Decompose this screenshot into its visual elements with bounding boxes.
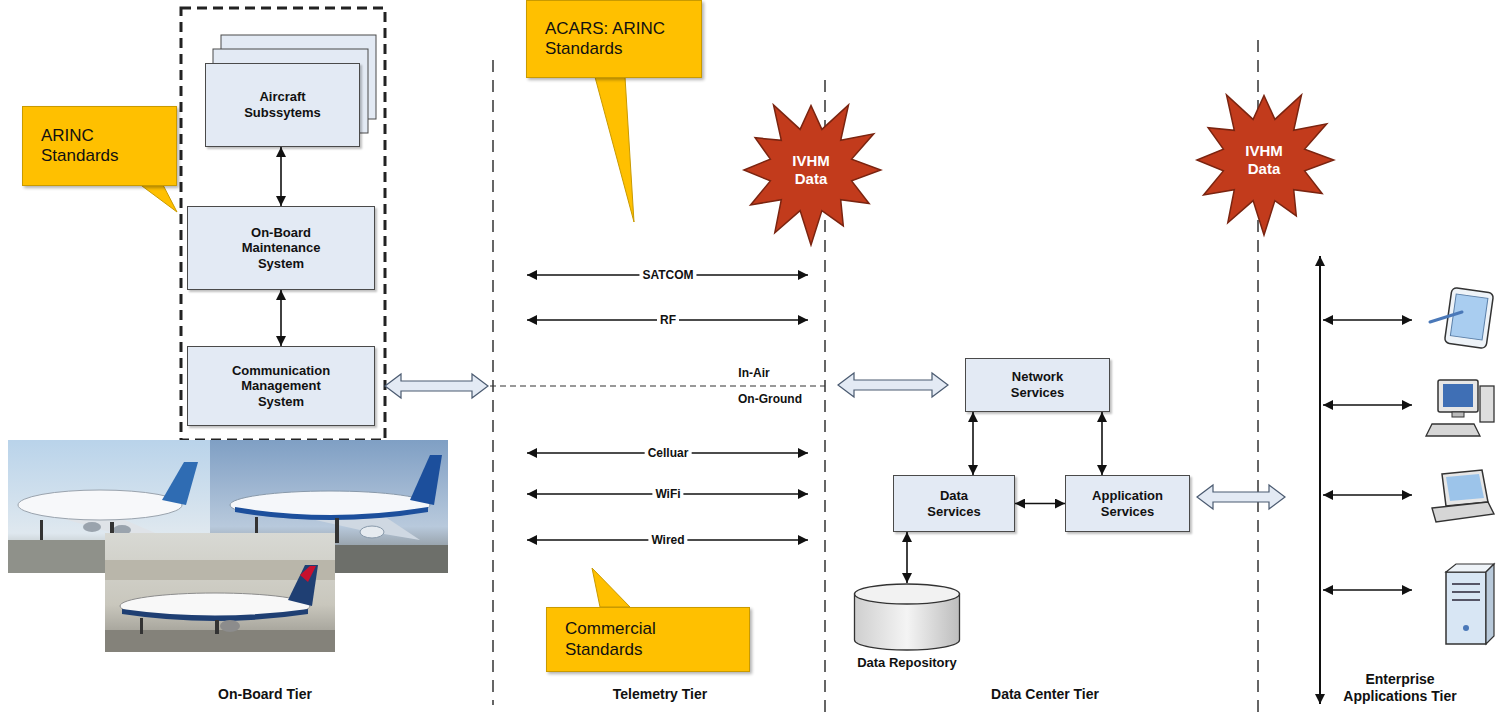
process-box: Aircraft Subssytems (205, 63, 360, 147)
node-text: ARINC Standards (41, 126, 141, 167)
text-holder: Communication Management System (221, 363, 341, 410)
callout-note: ACARS: ARINC Standards (526, 0, 702, 78)
node-text: Aircraft Subssytems (240, 89, 325, 120)
database-cylinder: Data Repository (827, 583, 987, 675)
callout-note: Commercial Standards (546, 607, 750, 672)
connector-arrow (1101, 412, 1103, 475)
air-ground-divider (490, 385, 825, 386)
tier-label: On-Board Tier (218, 686, 312, 703)
process-box: Communication Management System (187, 346, 375, 426)
node-text: Application Services (1080, 488, 1175, 519)
connector-arrow (280, 290, 282, 346)
link-label: SATCOM (639, 268, 696, 282)
connector-arrow (972, 412, 974, 475)
link-label: On-Ground (735, 392, 805, 406)
service-box: Data Services (893, 475, 1015, 532)
bus-link (1323, 589, 1412, 590)
text-holder: IVHM Data (781, 152, 841, 188)
bus-link (1323, 319, 1412, 320)
bus-link (1323, 404, 1412, 405)
node-text: On-Board Maintenance System (226, 225, 336, 272)
desktop-icon (1426, 380, 1494, 436)
enterprise-bus (1319, 256, 1321, 704)
starburst-outline (744, 105, 881, 245)
node-text: IVHM Data (781, 152, 841, 188)
tier-divider (492, 60, 494, 705)
callout-pointer (138, 183, 177, 212)
tablet-icon (1430, 287, 1494, 348)
tier-label: Telemetry Tier (613, 686, 707, 703)
link-label: Celluar (645, 446, 692, 460)
text-holder: ARINC Standards (41, 126, 141, 167)
text-holder: ACARS: ARINC Standards (545, 19, 685, 60)
cylinder-top (855, 584, 960, 604)
node-text: Data Repository (857, 655, 957, 671)
node-text: IVHM Data (1234, 142, 1294, 178)
block-arrow (1197, 485, 1285, 509)
link-label: Wired (648, 533, 687, 547)
tier-label: Enterprise Applications Tier (1330, 671, 1470, 705)
text-holder: Network Services (1000, 369, 1075, 400)
node-text: Communication Management System (221, 363, 341, 410)
onboard-enclosure (181, 8, 385, 440)
link-label: In-Air (735, 366, 772, 380)
link-label: WiFi (652, 487, 683, 501)
node-text: Data Services (919, 488, 989, 519)
text-holder: Aircraft Subssytems (240, 89, 325, 120)
starburst-outline (1197, 95, 1334, 235)
block-arrow (838, 373, 948, 397)
starburst-badge: IVHM Data (1186, 82, 1342, 238)
node-text: Network Services (1000, 369, 1075, 400)
connector-arrow (280, 147, 282, 206)
block-arrow (385, 374, 488, 398)
text-holder: Data Repository (857, 651, 957, 671)
text-holder: Application Services (1080, 488, 1175, 519)
tier-label: Data Center Tier (991, 686, 1099, 703)
server-icon (1446, 564, 1494, 644)
starburst-badge: IVHM Data (733, 92, 889, 248)
cylinder-shape (827, 583, 987, 651)
service-box: Application Services (1065, 475, 1190, 532)
laptop-icon (1432, 470, 1494, 522)
text-holder: Data Services (919, 488, 989, 519)
text-holder: IVHM Data (1234, 142, 1294, 178)
aircraft-photo (105, 533, 335, 652)
service-box: Network Services (965, 358, 1110, 412)
bus-link (1323, 494, 1412, 495)
link-label: RF (657, 313, 679, 327)
process-box: On-Board Maintenance System (187, 206, 375, 290)
connector-arrow (906, 532, 908, 583)
node-text: Commercial Standards (565, 619, 675, 660)
node-text: ACARS: ARINC Standards (545, 19, 685, 60)
callout-pointer (592, 568, 630, 607)
callout-note: ARINC Standards (22, 106, 177, 186)
connector-arrow (1015, 503, 1065, 505)
text-holder: Commercial Standards (565, 619, 675, 660)
callout-pointer (595, 77, 634, 222)
text-holder: On-Board Maintenance System (226, 225, 336, 272)
